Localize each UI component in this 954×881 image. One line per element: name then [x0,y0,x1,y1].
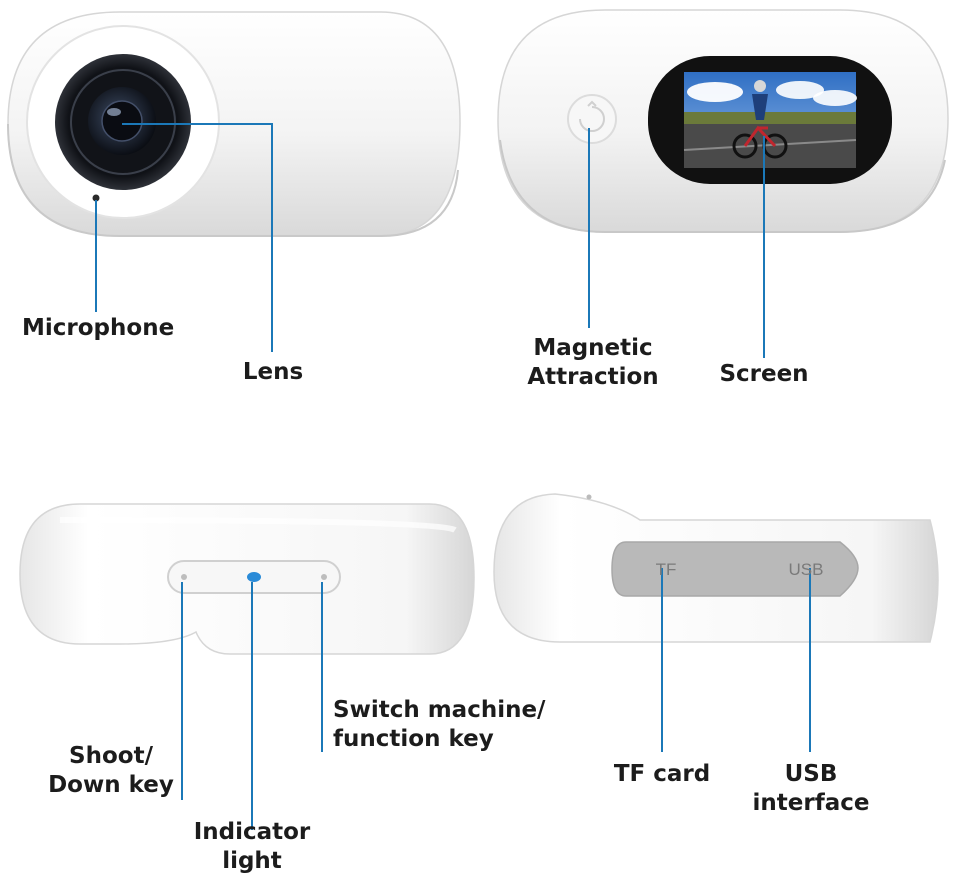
switch-function-key [321,574,327,580]
port-cover [611,541,859,597]
leader-lines [95,123,811,830]
tf-slot-label: TF [656,560,677,579]
camera-side-view [493,493,939,643]
indicator-led [247,572,261,582]
camera-top-view [19,503,475,655]
callout-indicator-light: Indicator light [193,819,311,874]
camera-back-view [497,9,949,233]
magnetic-button [567,94,617,144]
callout-lens: Lens [242,359,304,385]
callout-switch-function-key: Switch machine/ function key [333,697,546,752]
usb-port-label: USB [789,560,824,579]
callout-magnetic-attraction: Magnetic Attraction [527,335,659,390]
screen-display [683,72,857,168]
callout-shoot-down-key: Shoot/ Down key [48,743,174,798]
callout-usb-interface: USB interface [752,761,870,816]
lens-leader [122,123,273,352]
callout-screen: Screen [719,361,809,387]
shoot-down-key [181,574,187,580]
callout-tf-card: TF card [613,761,711,787]
callout-microphone: Microphone [22,315,175,341]
microphone-hole [92,194,100,202]
